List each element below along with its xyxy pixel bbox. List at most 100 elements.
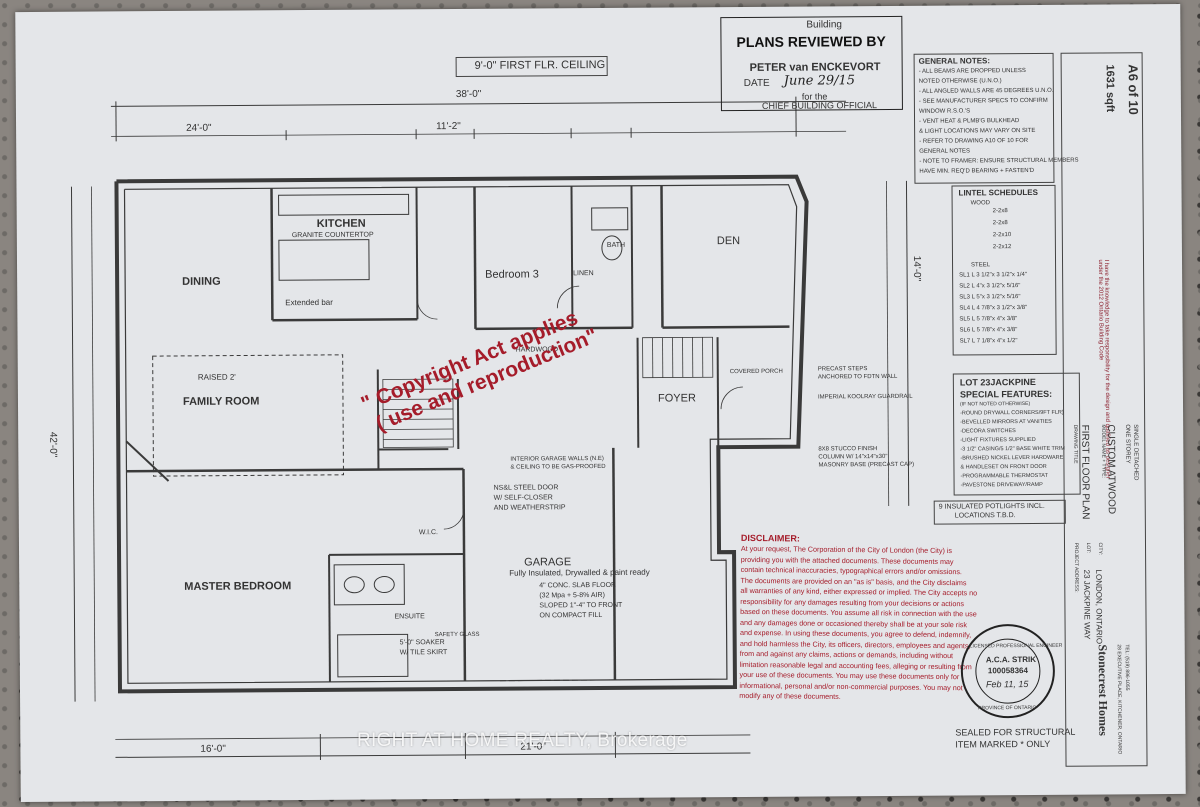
lintel-steel-label: STEEL xyxy=(971,262,991,269)
room-kitchen: KITCHEN xyxy=(316,217,366,230)
general-notes-box: GENERAL NOTES: - ALL BEAMS ARE DROPPED U… xyxy=(913,52,1079,184)
general-notes-title: GENERAL NOTES: xyxy=(918,56,991,66)
stamp-official: CHIEF BUILDING OFFICIAL xyxy=(761,100,877,111)
note-glass: SAFETY GLASS xyxy=(434,631,480,639)
gn-lines-item: WINDOW R.S.O.'S xyxy=(918,108,971,115)
seal-name: A.C.A. STRIK xyxy=(985,654,1037,665)
room-foyer: FOYER xyxy=(657,392,696,405)
note-steel-door: NS&L STEEL DOOR xyxy=(493,484,559,492)
dim-right-side: 14'-0" xyxy=(910,255,923,282)
gn-lines-item: & LIGHT LOCATIONS MAY VARY ON SITE xyxy=(919,127,1036,135)
gn-lines-item: - NOTE TO FRAMER: ENSURE STRUCTURAL MEMB… xyxy=(919,157,1079,165)
note-slab-2: (32 Mpa + 5-8% AIR) xyxy=(539,591,605,600)
company-address: 28 EXECUTIVE PLACE, KITCHENER, ONTARIO xyxy=(1115,644,1123,755)
note-steel-door-2: W/ SELF-CLOSER xyxy=(493,494,553,502)
lintel-steel-item: SL5 L 5 7/8"x 4"x 3/8" xyxy=(959,316,1018,323)
company-tel: TEL: (519) 896-1055 xyxy=(1123,644,1131,691)
gn-lines-item: NOTED OTHERWISE (U.N.O.) xyxy=(918,78,1002,85)
lintel-steel-item: SL4 L 4 7/8"x 3 1/2"x 3/8" xyxy=(959,305,1028,312)
note-guardrail: IMPERIAL KOOLRAY GUARDRAIL xyxy=(817,393,913,401)
dim-left-side: 42'-0" xyxy=(47,431,59,458)
note-garage-walls-2: & CEILING TO BE GAS-PROOFED xyxy=(510,463,606,471)
room-family: FAMILY ROOM xyxy=(182,395,260,408)
brokerage-watermark: RIGHT AT HOME REALTY, Brokerage xyxy=(357,730,688,751)
dim-top-mid: 11'-2" xyxy=(436,120,461,133)
lintel-wood-item: 2-2x12 xyxy=(992,244,1012,251)
stamp-name: PETER van ENCKEVORT xyxy=(749,61,881,74)
seal-ring-bottom: PROVINCE OF ONTARIO xyxy=(978,704,1037,712)
gn-lines-item: - VENT HEAT & PLMB'G BULKHEAD xyxy=(919,118,1020,125)
room-bedroom3: Bedroom 3 xyxy=(485,268,539,281)
model-storey: ONE STOREY xyxy=(1124,424,1131,464)
room-wic: W.I.C. xyxy=(418,529,438,537)
room-dining: DINING xyxy=(182,275,221,288)
lintel-wood-item: 2-2x8 xyxy=(992,220,1008,227)
stamp-building: Building xyxy=(806,19,842,31)
lot-items-item: -3 1/2" CASING/5 1/2" BASE WHITE TRIM xyxy=(960,445,1066,453)
room-garage: GARAGE xyxy=(524,556,572,569)
room-master-bedroom: MASTER BEDROOM xyxy=(184,580,292,593)
ceiling-label: 9'-0" FIRST FLR. CEILING xyxy=(474,58,606,72)
note-slab: 4" CONC. SLAB FLOOR xyxy=(539,581,617,590)
lintel-steel-item: SL1 L 3 1/2"x 3 1/2"x 1/4" xyxy=(959,272,1028,279)
room-den: DEN xyxy=(716,235,741,248)
lintel-steel-item: SL6 L 5 7/8"x 4"x 3/8" xyxy=(959,327,1018,334)
plans-reviewed-stamp: Building PLANS REVIEWED BY PETER van ENC… xyxy=(720,15,903,112)
note-slab-4: ON COMPACT FILL xyxy=(539,611,603,620)
drawing-title: FIRST FLOOR PLAN xyxy=(1079,424,1091,520)
note-tile-skirt: W/ TILE SKIRT xyxy=(399,649,448,657)
note-steel-door-3: AND WEATHERSTRIP xyxy=(493,504,566,512)
room-ensuite: ENSUITE xyxy=(394,613,425,621)
sheet-number: A6 of 10 xyxy=(1125,64,1142,115)
stamp-date-label: DATE xyxy=(743,77,770,89)
blueprint-sheet: 9'-0" FIRST FLR. CEILING Building PLANS … xyxy=(15,3,1186,803)
seal-number: 100058364 xyxy=(987,666,1028,676)
engineer-seal xyxy=(960,624,1055,719)
gn-lines-item: - REFER TO DRAWING A10 OF 10 FOR xyxy=(919,138,1029,145)
lintel-steel-item: SL2 L 4"x 3 1/2"x 5/16" xyxy=(959,283,1021,290)
room-bath: BATH xyxy=(606,241,626,249)
stamp-title: PLANS REVIEWED BY xyxy=(736,32,886,51)
lintel-wood-label: WOOD xyxy=(970,200,990,207)
gn-lines-item: HAVE MIN. REQ'D BEARING + FASTEN'D xyxy=(919,167,1035,175)
project-address-label: PROJECT ADDRESS: xyxy=(1072,542,1080,593)
lot-items-item: -PAVESTONE DRIVEWAY/RAMP xyxy=(960,481,1043,489)
room-linen: LINEN xyxy=(573,270,594,278)
sealed-note-1: SEALED FOR STRUCTURAL xyxy=(955,726,1076,738)
project-city: LONDON, ONTARIO xyxy=(1094,569,1104,645)
lot-subtitle: SPECIAL FEATURES: xyxy=(959,388,1053,400)
drawing-title-label: DRAWING TITLE xyxy=(1072,424,1079,464)
lot-items-item: -BEVELLED MIRRORS AT VANITIES xyxy=(960,418,1052,426)
project-street: 23 JACKPINE WAY xyxy=(1082,569,1092,640)
stamp-date-value: June 29/15 xyxy=(783,73,856,89)
note-garage-walls: INTERIOR GARAGE WALLS (N.E) xyxy=(510,455,604,463)
kitchen-note: GRANITE COUNTERTOP xyxy=(291,231,374,240)
gn-lines-item: GENERAL NOTES xyxy=(919,148,971,155)
lot-title: LOT 23JACKPINE xyxy=(959,376,1036,388)
raised-label: RAISED 2' xyxy=(197,372,236,382)
sqft: 1631 sqft xyxy=(1103,64,1116,113)
lintel-title: LINTEL SCHEDULES xyxy=(958,187,1038,198)
company-name: Stonecrest Homes xyxy=(1095,644,1111,736)
lintel-steel-list: SL1 L 3 1/2"x 3 1/2"x 1/4" SL2 L 4"x 3 1/… xyxy=(952,186,1054,344)
lot-items-item: -ROUND DRYWALL CORNERS/9FT FLR) xyxy=(960,409,1064,417)
ceiling-label-box: 9'-0" FIRST FLR. CEILING xyxy=(455,55,608,78)
note-stucco-2: COLUMN W/ 14"x14"x30" xyxy=(818,453,888,461)
seal-ring-top: LICENSED PROFESSIONAL ENGINEER xyxy=(969,642,1063,650)
sealed-note-2: ITEM MARKED * ONLY xyxy=(955,738,1051,750)
potlights-box: 9 INSULATED POTLIGHTS INCL. LOCATIONS T.… xyxy=(933,499,1066,525)
lot-items-item: -LIGHT FIXTURES SUPPLIED xyxy=(960,436,1036,444)
extended-bar: Extended bar xyxy=(285,297,333,308)
model-name: CUSTOM ATWOOD xyxy=(1105,424,1117,515)
note-stucco: 8X8 STUCCO FINISH xyxy=(818,446,878,453)
floor-plan-drawing xyxy=(70,96,910,760)
gn-lines-item: - ALL BEAMS ARE DROPPED UNLESS xyxy=(918,68,1026,75)
note-slab-3: SLOPED 1"-4" TO FRONT xyxy=(539,601,623,610)
lintel-wood-item: 2-2x8 xyxy=(992,208,1008,215)
model-type: SINGLE DETACHED xyxy=(1132,424,1139,481)
lot-items-item: -DECORA SWITCHES xyxy=(960,428,1016,435)
covered-porch: COVERED PORCH xyxy=(729,368,783,376)
general-notes-list: - ALL BEAMS ARE DROPPED UNLESS NOTED OTH… xyxy=(915,54,1079,175)
note-garage-fill: Fully Insulated, Drywalled & paint ready xyxy=(509,567,650,578)
